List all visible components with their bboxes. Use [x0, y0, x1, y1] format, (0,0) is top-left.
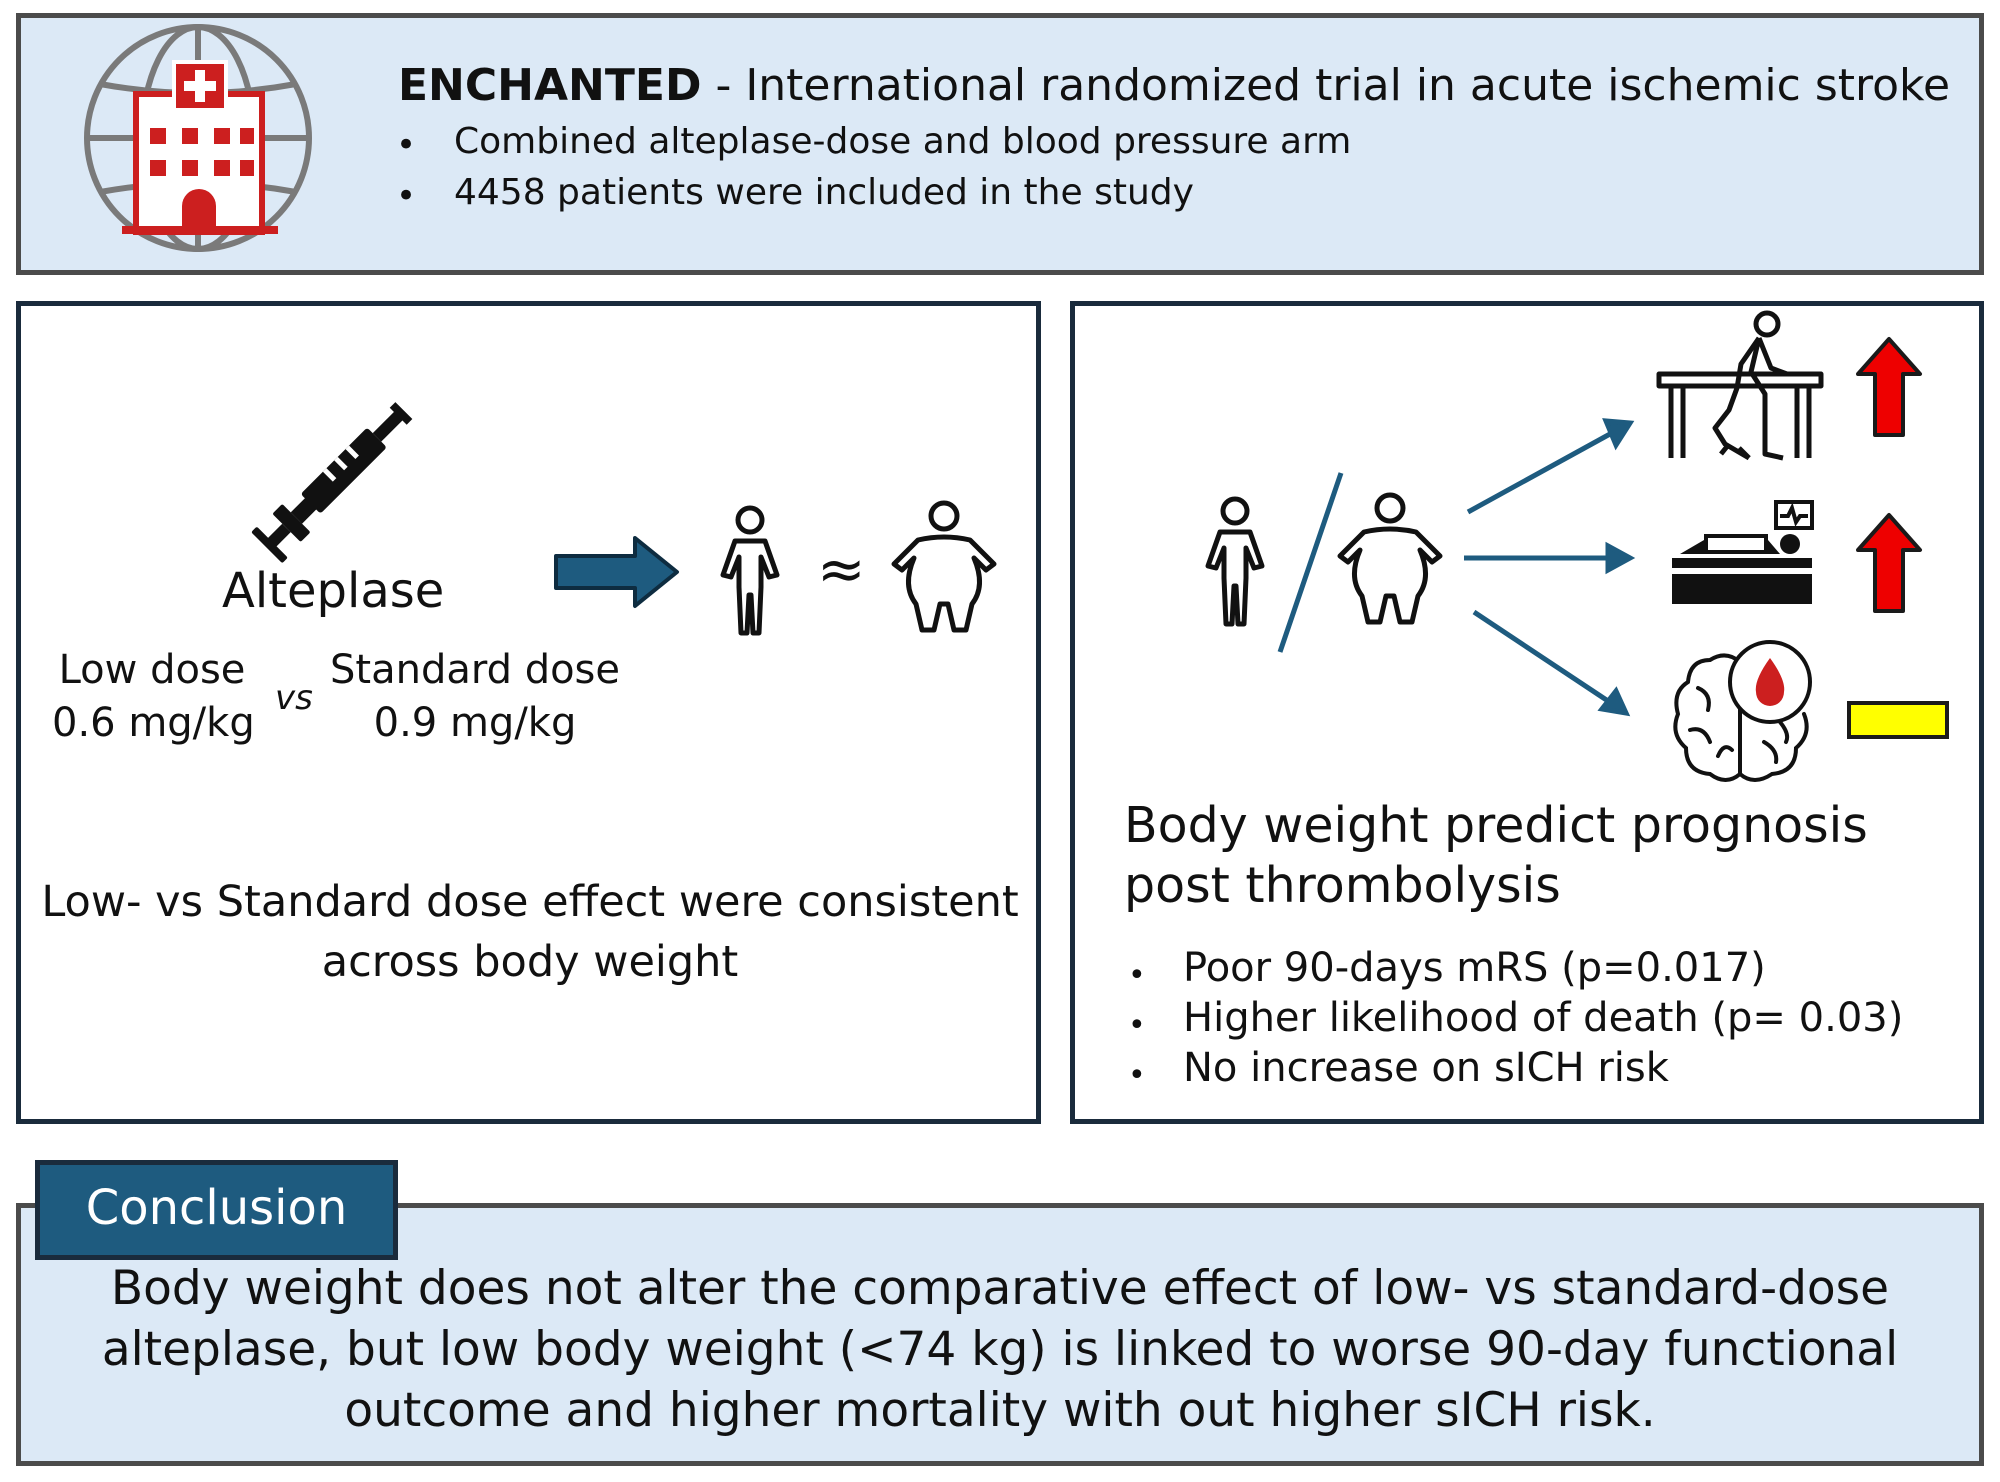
- approx-symbol: ≈: [817, 535, 866, 603]
- branch-arrows: [1464, 418, 1636, 717]
- header-bullet-dot: •: [396, 176, 417, 216]
- trial-title: ENCHANTED - International randomized tri…: [398, 60, 1950, 111]
- header-bullet-2: 4458 patients were included in the study: [454, 172, 1194, 213]
- rehabilitation-icon: [1656, 310, 1824, 461]
- trial-name: ENCHANTED: [398, 60, 702, 111]
- thin-person-icon: [1205, 496, 1265, 627]
- no-change-bar-icon: [1847, 701, 1949, 739]
- syringe-icon: [251, 402, 413, 563]
- header-panel: [16, 13, 1984, 275]
- header-bullet-1: Combined alteplase-dose and blood pressu…: [454, 121, 1352, 162]
- right-bullet-dot: •: [1128, 1008, 1146, 1043]
- right-panel: [1070, 301, 1984, 1124]
- patient-bed-icon: [1672, 500, 1814, 604]
- low-dose-value: 0.6 mg/kg: [52, 700, 255, 746]
- conclusion-tab: [35, 1160, 398, 1260]
- right-bullet-dot: •: [1128, 1058, 1146, 1093]
- low-dose-label: Low dose: [58, 647, 246, 693]
- obese-person-icon: [1337, 492, 1443, 625]
- right-bullet-1: Poor 90-days mRS (p=0.017): [1183, 945, 1766, 991]
- left-panel: [16, 301, 1041, 1124]
- standard-dose-value: 0.9 mg/kg: [373, 700, 577, 746]
- left-summary: Low- vs Standard dose effect were consis…: [41, 877, 1019, 987]
- globe-hospital-icon: [84, 24, 312, 252]
- conclusion-text: Body weight does not alter the comparati…: [101, 1261, 1899, 1438]
- right-bullet-2: Higher likelihood of death (p= 0.03): [1183, 995, 1904, 1041]
- brain-bleed-icon: [1673, 640, 1812, 782]
- vs-label: vs: [275, 678, 313, 718]
- right-bullet-3: No increase on sICH risk: [1183, 1045, 1669, 1091]
- conclusion-title: Conclusion: [85, 1180, 348, 1236]
- trial-description: - International randomized trial in acut…: [701, 60, 1951, 111]
- right-arrow-icon: [554, 536, 679, 608]
- slash-divider: [1277, 472, 1344, 653]
- thin-person-icon: [720, 505, 780, 636]
- standard-dose-label: Standard dose: [330, 647, 620, 693]
- up-arrow-icon: [1856, 513, 1922, 613]
- right-heading: Body weight predict prognosis post throm…: [1124, 797, 1868, 914]
- drug-label: Alteplase: [222, 563, 445, 619]
- header-bullet-dot: •: [396, 125, 417, 165]
- right-bullet-dot: •: [1128, 958, 1146, 993]
- obese-person-icon: [891, 500, 997, 633]
- up-arrow-icon: [1856, 337, 1922, 437]
